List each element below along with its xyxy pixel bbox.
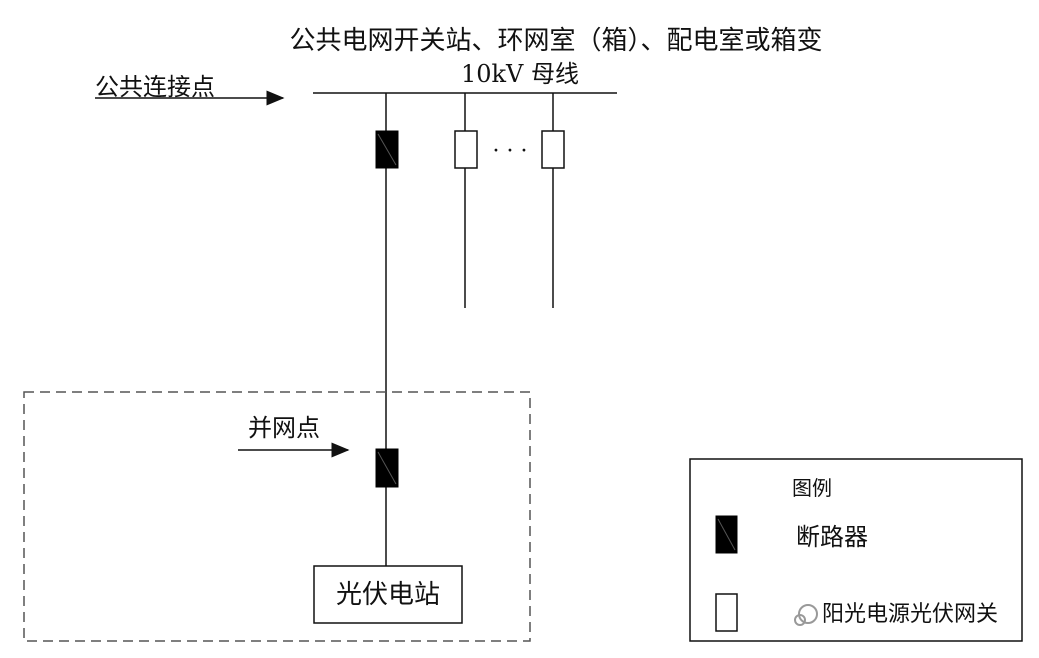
legend-breaker-label: 断路器: [796, 523, 868, 551]
pv-station-boundary: [23, 391, 531, 642]
breaker-open-3: [541, 130, 565, 169]
bus-label: 10kV 母线: [461, 60, 579, 88]
public-connection-point-label: 公共连接点: [95, 73, 215, 101]
legend-open-breaker-symbol: [715, 593, 738, 632]
legend-title: 图例: [792, 476, 832, 500]
legend-box: [689, 458, 1023, 642]
pv-station-box: [313, 565, 463, 624]
legend-watermark: 阳光电源光伏网关: [822, 602, 998, 627]
breaker-top: [375, 130, 399, 169]
breaker-open-2: [454, 130, 478, 169]
breaker-grid-connection: [375, 448, 399, 488]
watermark-logo-icon: [794, 604, 818, 626]
feeder-ellipsis: · · ·: [493, 139, 528, 164]
pv-station-label: 光伏电站: [336, 580, 440, 610]
grid-connection-point-label: 并网点: [248, 414, 320, 442]
diagram-title: 公共电网开关站、环网室（箱）、配电室或箱变: [289, 26, 822, 56]
legend-breaker-symbol: [715, 515, 738, 554]
